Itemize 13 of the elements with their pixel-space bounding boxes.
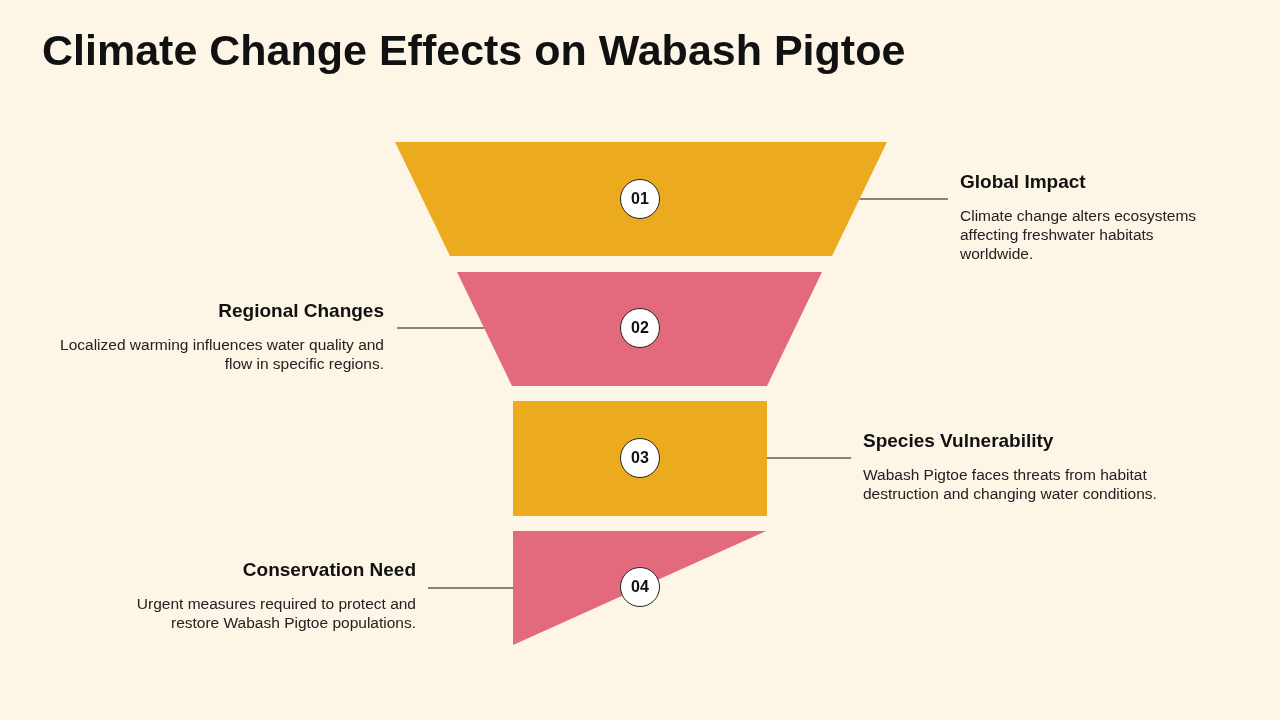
title: Climate Change Effects on Wabash Pigtoe: [42, 25, 906, 75]
leader-line: [858, 198, 949, 200]
description: Localized warming influences water quality and flow in specific regions.: [59, 335, 384, 373]
description: Wabash Pigtoe faces threats from habitat destruction and changing water conditions.: [863, 465, 1158, 503]
description: Climate change alters ecosystems affecting freshwater habitats worldwide.: [960, 206, 1198, 263]
leader-line: [766, 457, 852, 459]
description: Urgent measures required to protect and restore Wabash Pigtoe populations.: [135, 594, 416, 632]
leader-line: [427, 587, 514, 589]
heading: Regional Changes: [218, 300, 384, 322]
heading: Species Vulnerability: [863, 430, 1054, 452]
heading: Global Impact: [960, 171, 1086, 193]
heading: Conservation Need: [242, 559, 416, 581]
leader-line: [396, 327, 485, 329]
